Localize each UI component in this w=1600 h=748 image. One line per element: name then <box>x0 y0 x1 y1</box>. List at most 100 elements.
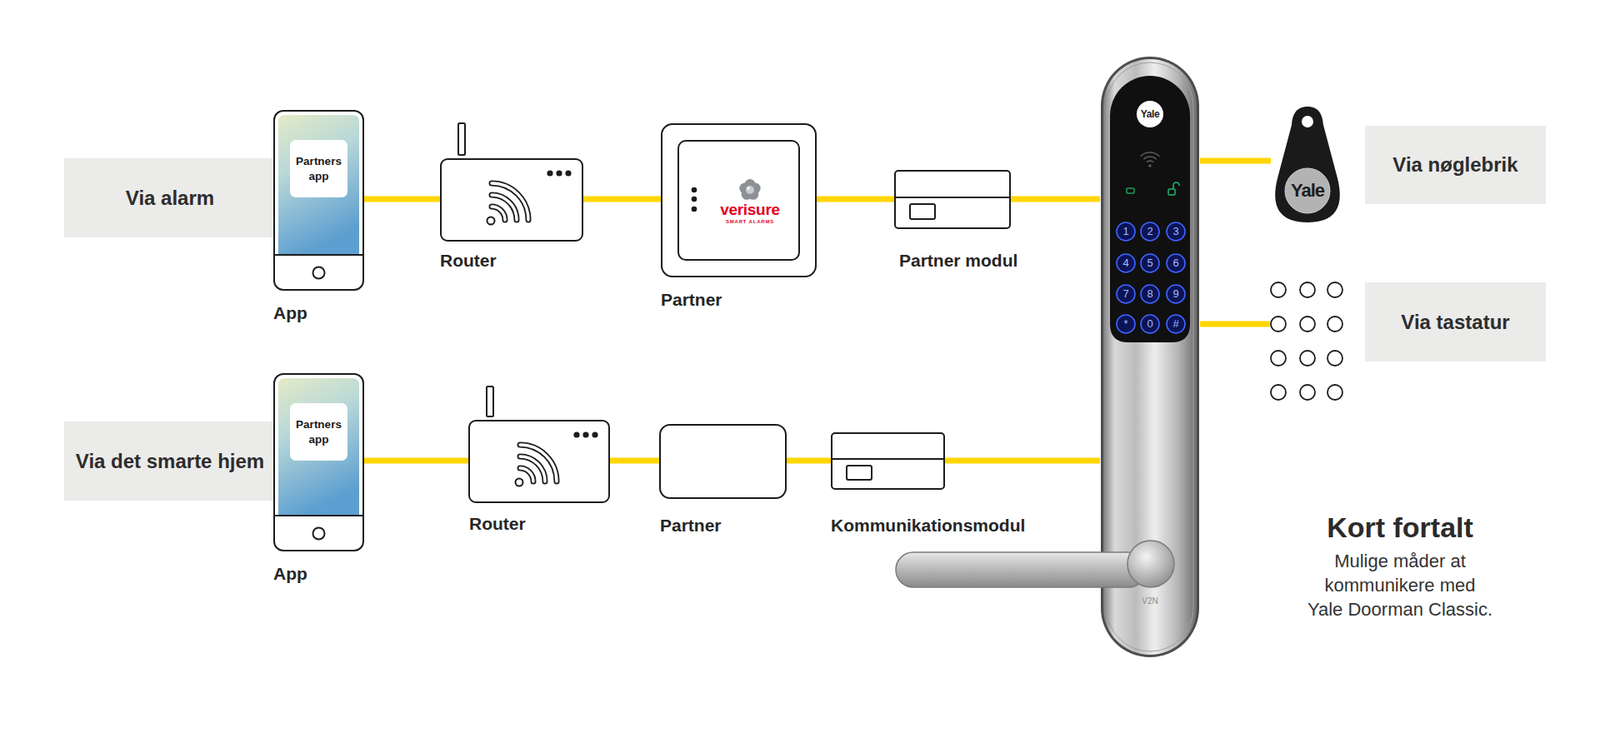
router-graphic <box>468 420 610 504</box>
svg-path <box>1146 160 1154 163</box>
svg-circle <box>1140 222 1160 241</box>
brand-logo-text: Yale <box>1133 107 1167 121</box>
svg-path <box>1275 106 1340 223</box>
svg-line <box>274 515 364 517</box>
connector-line <box>610 460 660 462</box>
lock-graphic <box>1100 55 1200 659</box>
connector-stroke <box>816 196 895 203</box>
fob-node: Yale <box>1270 105 1345 225</box>
svg-circle <box>313 267 325 280</box>
brand-tagline: SMART ALARMS <box>704 218 796 225</box>
app-node: Partners app <box>290 140 348 198</box>
keypad-digit: 9 <box>1167 285 1185 303</box>
module-graphic <box>830 432 945 490</box>
keypad-dot <box>1300 282 1315 298</box>
keypad-wire <box>1200 321 1270 328</box>
connector-stroke <box>945 458 1100 465</box>
svg-rect <box>274 110 364 290</box>
keypad-dot <box>1327 316 1343 332</box>
svg-path <box>1173 182 1180 190</box>
svg-circle <box>565 170 571 176</box>
svg-rect <box>831 433 945 490</box>
keypad-dot <box>1270 316 1286 332</box>
keypad-digit: 8 <box>1141 285 1159 303</box>
keypad-digit: 2 <box>1141 223 1159 240</box>
band-node: Via tastatur <box>1365 282 1546 362</box>
keypad-digit: # <box>1167 315 1185 333</box>
svg-path <box>520 456 545 482</box>
svg-path <box>1140 152 1160 157</box>
svg-path <box>520 456 545 482</box>
app-node: Partners app <box>290 403 348 461</box>
connector-stroke <box>583 196 661 203</box>
keypad-dot <box>1300 350 1315 366</box>
svg-circle <box>515 479 524 487</box>
svg-circle <box>746 186 750 190</box>
connector-line <box>1010 199 1100 200</box>
device-label: Partner <box>660 290 723 310</box>
svg-circle <box>691 196 698 203</box>
svg-circle <box>555 170 562 176</box>
svg-circle <box>691 187 698 194</box>
svg-rect <box>458 123 465 155</box>
device-label: Partner modul <box>899 250 1018 271</box>
svg-circle <box>582 431 589 438</box>
lock-node: Yale <box>1100 55 1200 659</box>
svg-rect <box>660 425 786 499</box>
svg-circle <box>1140 254 1160 273</box>
svg-circle <box>745 185 755 195</box>
device-label: Partner <box>660 515 722 536</box>
svg-rect <box>895 170 1010 229</box>
keypad-digit: 7 <box>1117 285 1135 303</box>
keypad-dot <box>1300 385 1315 400</box>
svg-circle <box>691 206 698 213</box>
svg-circle <box>1140 315 1160 334</box>
band-label: Via alarm <box>125 186 215 210</box>
keypad-dot <box>1270 385 1286 400</box>
svg-line <box>895 196 1010 199</box>
svg-path <box>1143 156 1157 160</box>
keypad-digit: * <box>1117 315 1135 333</box>
router-graphic <box>440 158 584 242</box>
band-node: Via alarm <box>64 158 276 238</box>
svg-circle <box>1166 254 1185 273</box>
app-name: Partners app <box>291 417 346 448</box>
connector-line <box>945 460 1100 462</box>
band-label: Via nøglebrik <box>1392 153 1518 177</box>
keypad-dot <box>1327 350 1343 366</box>
svg-circle <box>573 431 580 438</box>
router-node: Router <box>468 420 610 504</box>
svg-rect <box>469 420 610 503</box>
svg-path <box>491 183 529 220</box>
svg-circle <box>546 170 553 176</box>
device-label: Router <box>440 250 497 271</box>
keypad-digit: 3 <box>1167 223 1185 240</box>
svg-path <box>491 195 517 220</box>
svg-circle <box>1301 115 1314 128</box>
model-mark: V2N <box>1133 595 1167 608</box>
summary-caption: Mulige måder at kommunikere med Yale Doo… <box>1305 549 1495 622</box>
connector-stroke <box>364 196 440 203</box>
keypad-digit: 6 <box>1167 255 1185 272</box>
connector-stroke <box>364 458 469 465</box>
band-node: Via nøglebrik <box>1365 125 1546 205</box>
keypad-dot <box>1327 282 1343 298</box>
keypad-dot <box>1300 316 1315 332</box>
svg-circle <box>1116 285 1135 304</box>
app-name: Partners app <box>291 154 346 185</box>
phone-graphic <box>273 110 365 291</box>
svg-rect <box>846 465 872 480</box>
summary-title: Kort fortalt <box>1275 510 1525 545</box>
svg-rect <box>1168 189 1175 195</box>
svg-circle <box>1116 315 1135 334</box>
connector-stroke <box>610 458 660 465</box>
connector-line <box>816 199 895 200</box>
svg-rect <box>274 374 364 551</box>
svg-path <box>520 445 557 482</box>
phone-node: AppPartners app <box>273 110 365 291</box>
band-label: Via det smarte hjem <box>75 450 265 474</box>
partner-node: PartnerverisureSMART ALARMS <box>660 123 817 278</box>
svg-path <box>520 445 557 482</box>
keypad-digit: 5 <box>1141 255 1159 272</box>
